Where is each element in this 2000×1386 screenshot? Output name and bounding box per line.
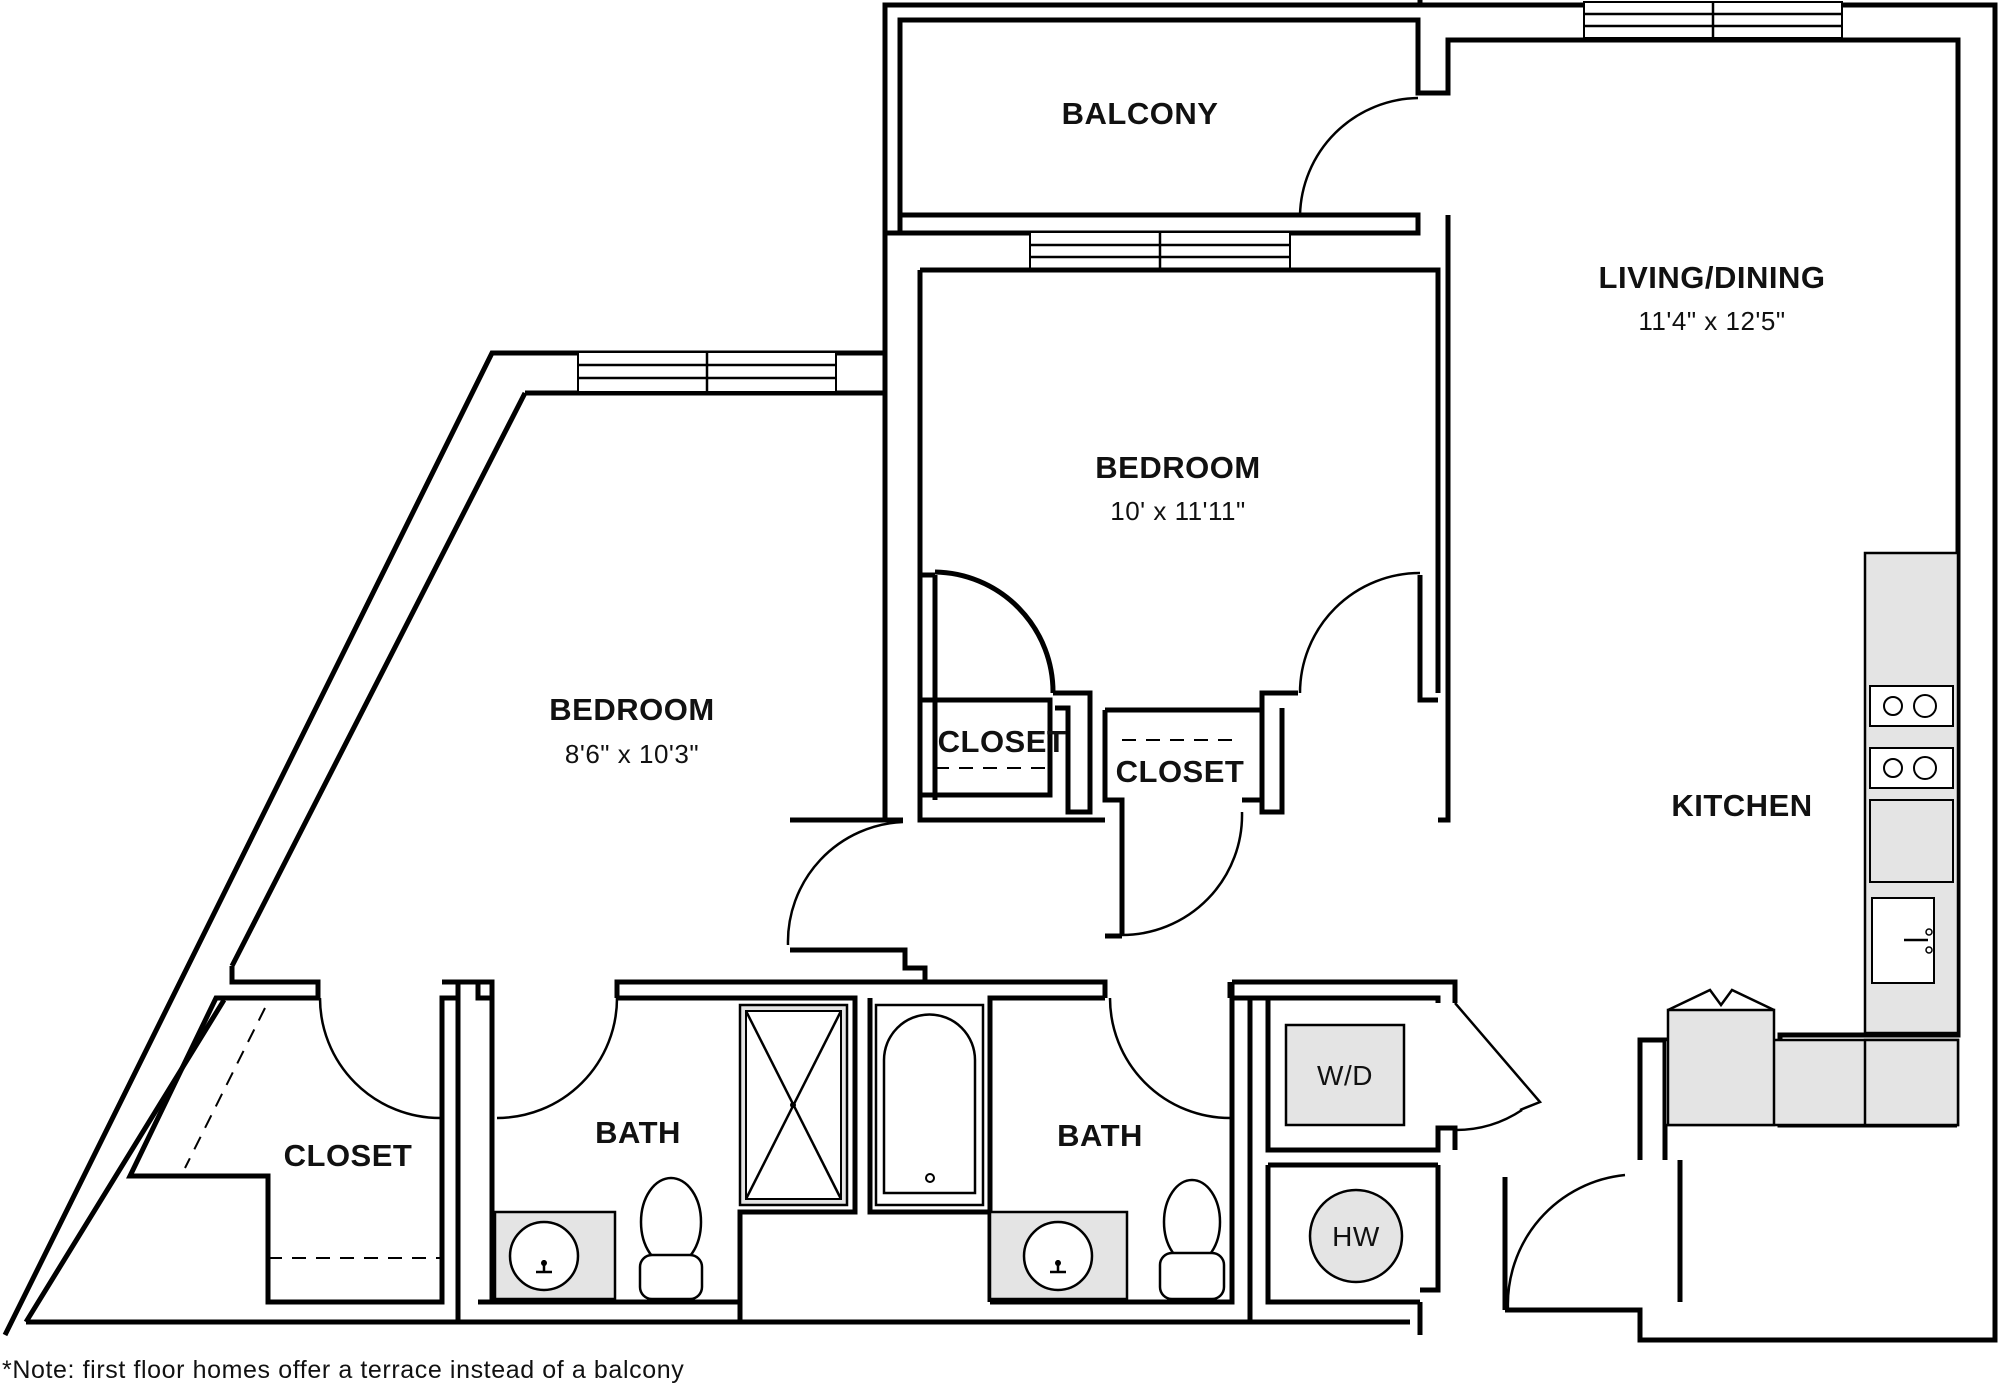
bedroom-left-hall-walls: [790, 817, 1122, 998]
kitchen-sink: [1871, 897, 1935, 984]
bedroom-center: BEDROOM 10' x 11'11": [882, 215, 1451, 823]
closet-left: CLOSET: [126, 966, 495, 1322]
closet-wd-door[interactable]: [1454, 1002, 1543, 1132]
closet-left-walls: [126, 966, 495, 1322]
closet-b-label: CLOSET: [1116, 754, 1245, 789]
bath-left-door-swing[interactable]: [496, 997, 619, 1120]
bedroom-center-walls: [882, 215, 1451, 823]
toilet-right: [1158, 1178, 1226, 1301]
living-dining: LIVING/DINING 11'4" x 12'5": [1599, 260, 1826, 336]
bedroom-center-door-swing[interactable]: [1298, 571, 1421, 694]
bedroom-left: BEDROOM 8'6" x 10'3": [549, 692, 1122, 998]
counter-corner: [1863, 1038, 1960, 1127]
closet-a-label: CLOSET: [938, 724, 1067, 759]
closet-a-walls: [920, 569, 1056, 798]
balcony: BALCONY: [885, 20, 1421, 236]
bedroom-center-label: BEDROOM: [1095, 450, 1260, 485]
closet-b-walls: [1102, 707, 1265, 936]
bedroom-left-dims: 8'6" x 10'3": [565, 739, 699, 769]
utility-walls: [1229, 979, 1458, 1305]
living-label: LIVING/DINING: [1599, 260, 1826, 295]
washer-dryer: [1284, 1023, 1406, 1127]
closet-b-door-swing[interactable]: [1121, 811, 1244, 937]
exterior-wall-left-diag: [229, 391, 528, 968]
living-dims: 11'4" x 12'5": [1638, 306, 1785, 336]
utility: W/D HW: [1229, 979, 1668, 1322]
bath-left-walls: [475, 979, 1105, 1322]
closet-between-wall: [1053, 690, 1298, 815]
bath-right: BATH: [867, 982, 1253, 1322]
bedroom-center-dims: 10' x 11'11": [1110, 496, 1246, 526]
bedroom-left-door-swing[interactable]: [786, 820, 904, 946]
water-heater: [1308, 1188, 1404, 1284]
closet-left-rod: [184, 1007, 266, 1169]
sink-left: [508, 1220, 580, 1292]
kitchen-label: KITCHEN: [1671, 788, 1812, 823]
bath-left: BATH: [475, 979, 1105, 1322]
sink-right: [1022, 1220, 1094, 1292]
balcony-door-swing[interactable]: [1298, 96, 1419, 216]
kitchen-wall-stub: [1637, 1037, 1668, 1160]
closet-left-door-swing[interactable]: [318, 997, 441, 1120]
windows: [577, 1, 1843, 393]
kitchen: KITCHEN: [1663, 551, 1960, 1127]
cooktop: [1869, 685, 1954, 789]
washer-dryer-label: W/D: [1317, 1060, 1373, 1091]
water-heater-label: HW: [1332, 1221, 1380, 1252]
bath-right-label: BATH: [1057, 1118, 1143, 1153]
entry-jamb: [1417, 1177, 1508, 1322]
bathtub: [874, 1003, 985, 1207]
closet-left-label: CLOSET: [284, 1138, 413, 1173]
toilet-left: [638, 1176, 704, 1301]
bath-left-label: BATH: [595, 1115, 681, 1150]
entry-door-swing[interactable]: [1506, 1173, 1626, 1311]
bedroom-left-label: BEDROOM: [549, 692, 714, 727]
refrigerator: [1666, 988, 1776, 1127]
closets-center: CLOSET CLOSET: [920, 569, 1298, 937]
balcony-label: BALCONY: [1062, 96, 1219, 131]
dishwasher: [1869, 799, 1954, 883]
bath-right-door-swing[interactable]: [1108, 997, 1231, 1120]
footnote: *Note: first floor homes offer a terrace…: [2, 1356, 684, 1384]
